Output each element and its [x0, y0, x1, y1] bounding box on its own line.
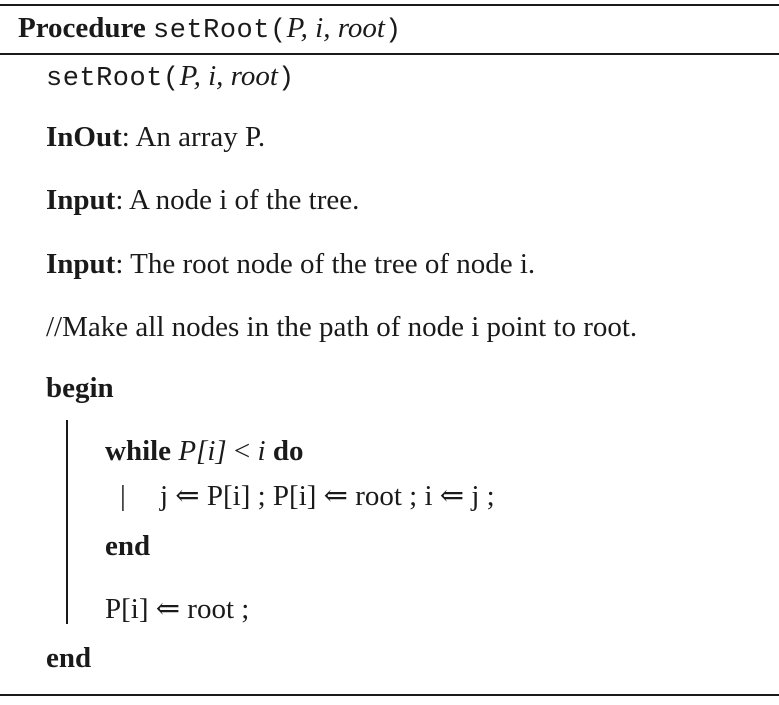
input-keyword-2: Input [46, 248, 116, 280]
procedure-name: setRoot [153, 16, 270, 46]
signature-line: setRoot(P, i, root) [46, 59, 295, 96]
procedure-params: P, i, root [286, 12, 385, 44]
bottom-rule [0, 694, 779, 696]
input-line-1: Input: A node i of the tree. [46, 183, 359, 217]
input-line-2: Input: The root node of the tree of node… [46, 247, 535, 281]
signature-close-paren: ) [277, 64, 295, 94]
inout-text: : An array P. [121, 121, 266, 153]
input-text-1: : A node i of the tree. [115, 184, 360, 216]
end-while-keyword: end [105, 530, 151, 562]
signature-name: setRoot [46, 64, 163, 94]
loop-body-bar: | [120, 480, 126, 512]
header-rule [0, 53, 779, 55]
procedure-close-paren: ) [384, 16, 402, 46]
input-text-2: : The root node of the tree of node i. [115, 248, 536, 280]
signature-open-paren: ( [162, 64, 180, 94]
procedure-open-paren: ( [269, 16, 287, 46]
top-rule [0, 4, 779, 6]
comment-text: //Make all nodes in the path of node i p… [46, 311, 638, 343]
signature-params: P, i, root [179, 60, 278, 92]
while-keyword: while [105, 435, 172, 467]
final-statement: P[i] ⇐ root ; [105, 593, 250, 625]
while-operator: < [233, 435, 251, 467]
while-condition-var: P[i] [178, 435, 227, 467]
procedure-header: Procedure setRoot(P, i, root) [18, 11, 402, 48]
loop-body-statements: j ⇐ P[i] ; P[i] ⇐ root ; i ⇐ j ; [160, 480, 495, 512]
do-keyword: do [272, 435, 304, 467]
comment-line: //Make all nodes in the path of node i p… [46, 310, 637, 344]
inout-line: InOut: An array P. [46, 120, 265, 154]
end-keyword: end [46, 642, 92, 674]
procedure-keyword: Procedure [18, 12, 146, 44]
begin-block-bar [66, 420, 68, 624]
while-line: while P[i] < i do [105, 434, 303, 468]
begin-keyword: begin [46, 372, 114, 404]
while-condition-rhs: i [257, 435, 266, 467]
input-keyword-1: Input [46, 184, 116, 216]
inout-keyword: InOut [46, 121, 122, 153]
